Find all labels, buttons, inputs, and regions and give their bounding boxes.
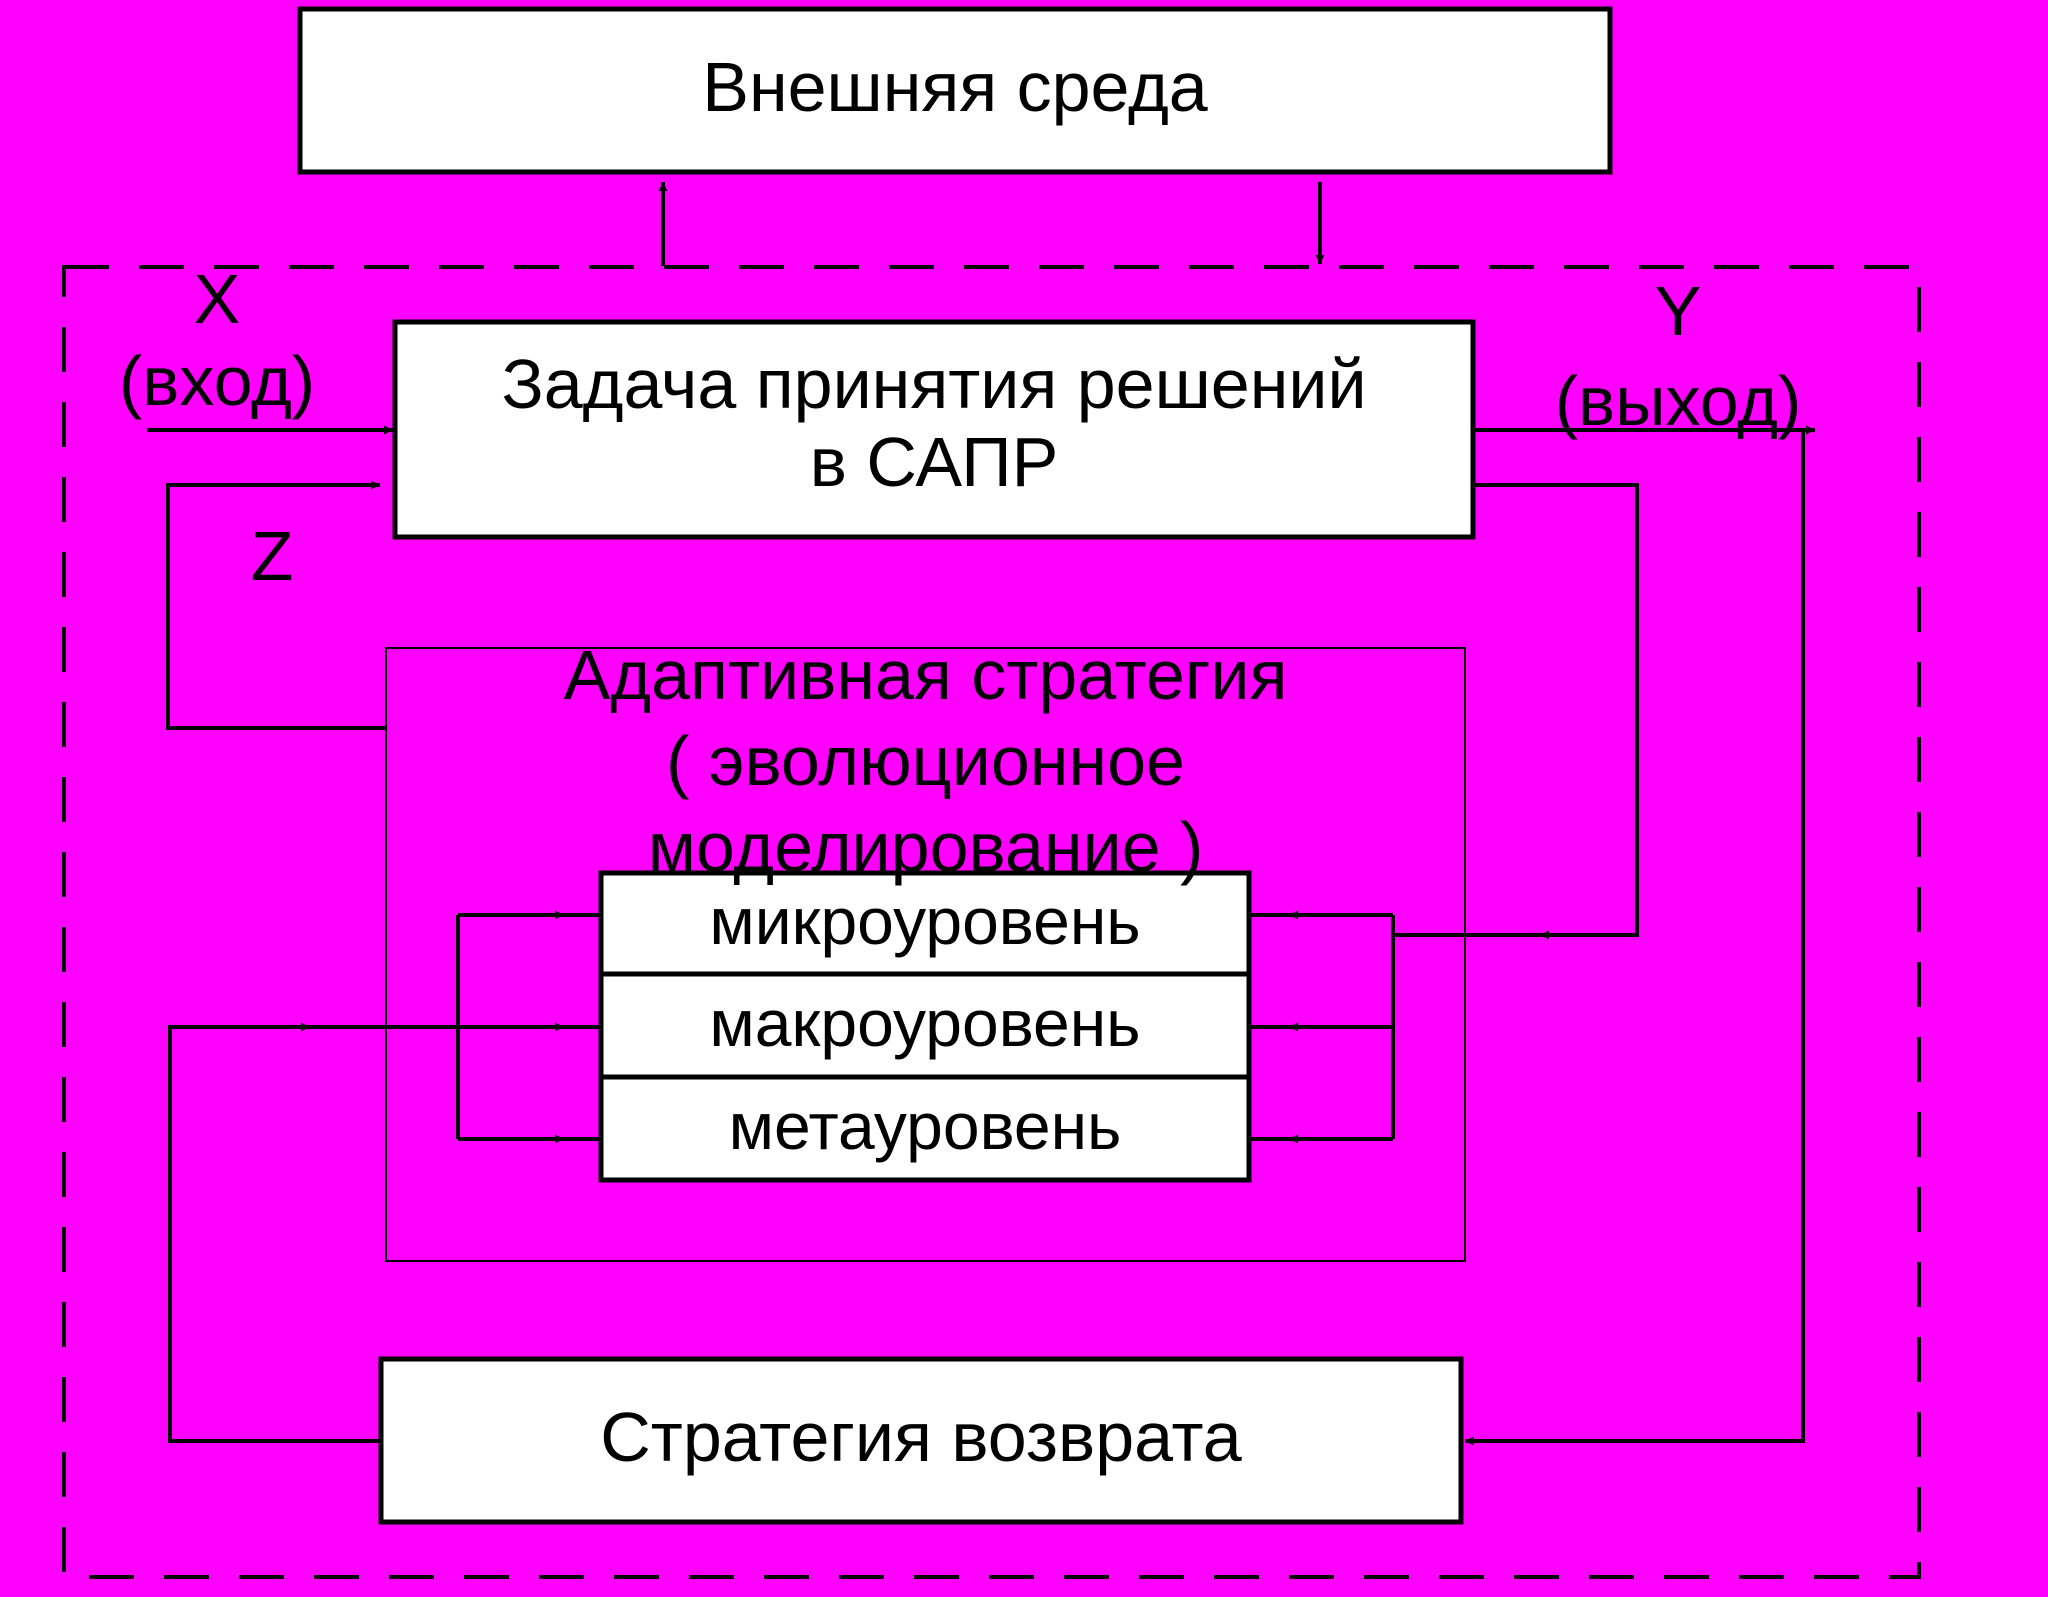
level-label-macro: макроуровень [709,986,1141,1060]
decision-task-line-2: в САПР [809,423,1059,502]
adaptive-strategy-title: Адаптивная стратегия ( эволюционное моде… [386,632,1465,890]
line-output-to-return [1465,430,1805,1446]
environment-box [297,6,1613,175]
level-label-micro: микроуровень [709,884,1141,958]
level-box-meta [598,1074,1252,1183]
level-box-macro [598,971,1252,1080]
z-variable-label: Z [250,517,294,595]
level-label-meta: метауровень [728,1089,1122,1163]
x-input-hint: (вход) [118,342,316,420]
y-variable-label: Y [1654,272,1702,350]
decision-task-line-1: Задача принятия решений [501,345,1367,423]
y-output-hint: (выход) [1554,362,1802,440]
level-box-micro [598,870,1252,977]
adaptive-strategy-line-3: моделирование ) [647,808,1204,886]
line-task-to-levels [1473,483,1639,940]
arrow-z-feedback [166,480,386,730]
arrow-return-to-levels [168,1022,381,1443]
adaptive-strategy-line-1: Адаптивная стратегия [563,636,1288,714]
adaptive-strategy-frame [385,647,1466,1262]
x-variable-label: X [193,260,241,338]
environment-title: Внешняя среда [702,48,1208,126]
decision-task-box [392,319,1476,540]
return-strategy-box [378,1356,1464,1525]
system-boundary [62,265,1921,1579]
return-strategy-title: Стратегия возврата [600,1398,1242,1476]
decision-task-title: Задача принятия решений в САПР [395,345,1473,502]
adaptive-strategy-line-2: ( эволюционное [666,722,1185,800]
